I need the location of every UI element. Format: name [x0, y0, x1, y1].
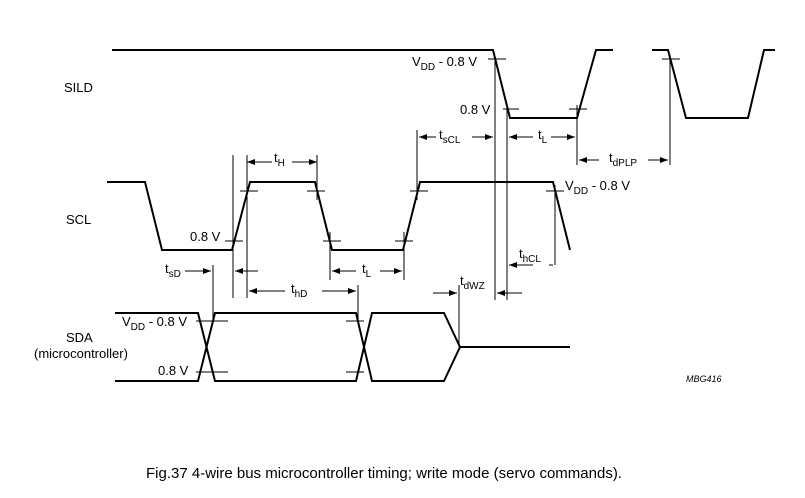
sda-sublabel: (microcontroller): [34, 346, 128, 361]
reference-lines: [212, 55, 671, 347]
figure-caption: Fig.37 4-wire bus microcontroller timing…: [146, 465, 622, 482]
sda-low-label: 0.8 V: [158, 363, 189, 378]
thd-label: thD: [291, 281, 307, 300]
sild-waveform: [112, 49, 775, 119]
timing-arrows: [185, 134, 668, 296]
scl-vdd-label: VDD - 0.8 V: [565, 178, 630, 197]
tscl-label: tsCL: [439, 127, 461, 146]
sda-waveform: [115, 312, 570, 382]
sild-label: SILD: [64, 80, 93, 95]
sda-vdd-label: VDD - 0.8 V: [122, 314, 187, 333]
tl-scl-label: tL: [362, 261, 372, 280]
tsd-label: tsD: [165, 261, 181, 280]
sda-label: SDA: [66, 330, 93, 345]
tdplp-label: tdPLP: [609, 150, 637, 169]
tl-sild-label: tL: [538, 127, 548, 146]
sild-vdd-label: VDD - 0.8 V: [412, 54, 477, 73]
scl-low-label: 0.8 V: [190, 229, 221, 244]
tdwz-label: tdWZ: [460, 273, 485, 292]
sild-low-label: 0.8 V: [460, 102, 491, 117]
thcl-label: thCL: [519, 246, 541, 265]
figure-reference: MBG416: [686, 374, 722, 384]
scl-label: SCL: [66, 212, 91, 227]
scl-waveform: [107, 181, 571, 251]
th-label: tH: [274, 150, 285, 169]
